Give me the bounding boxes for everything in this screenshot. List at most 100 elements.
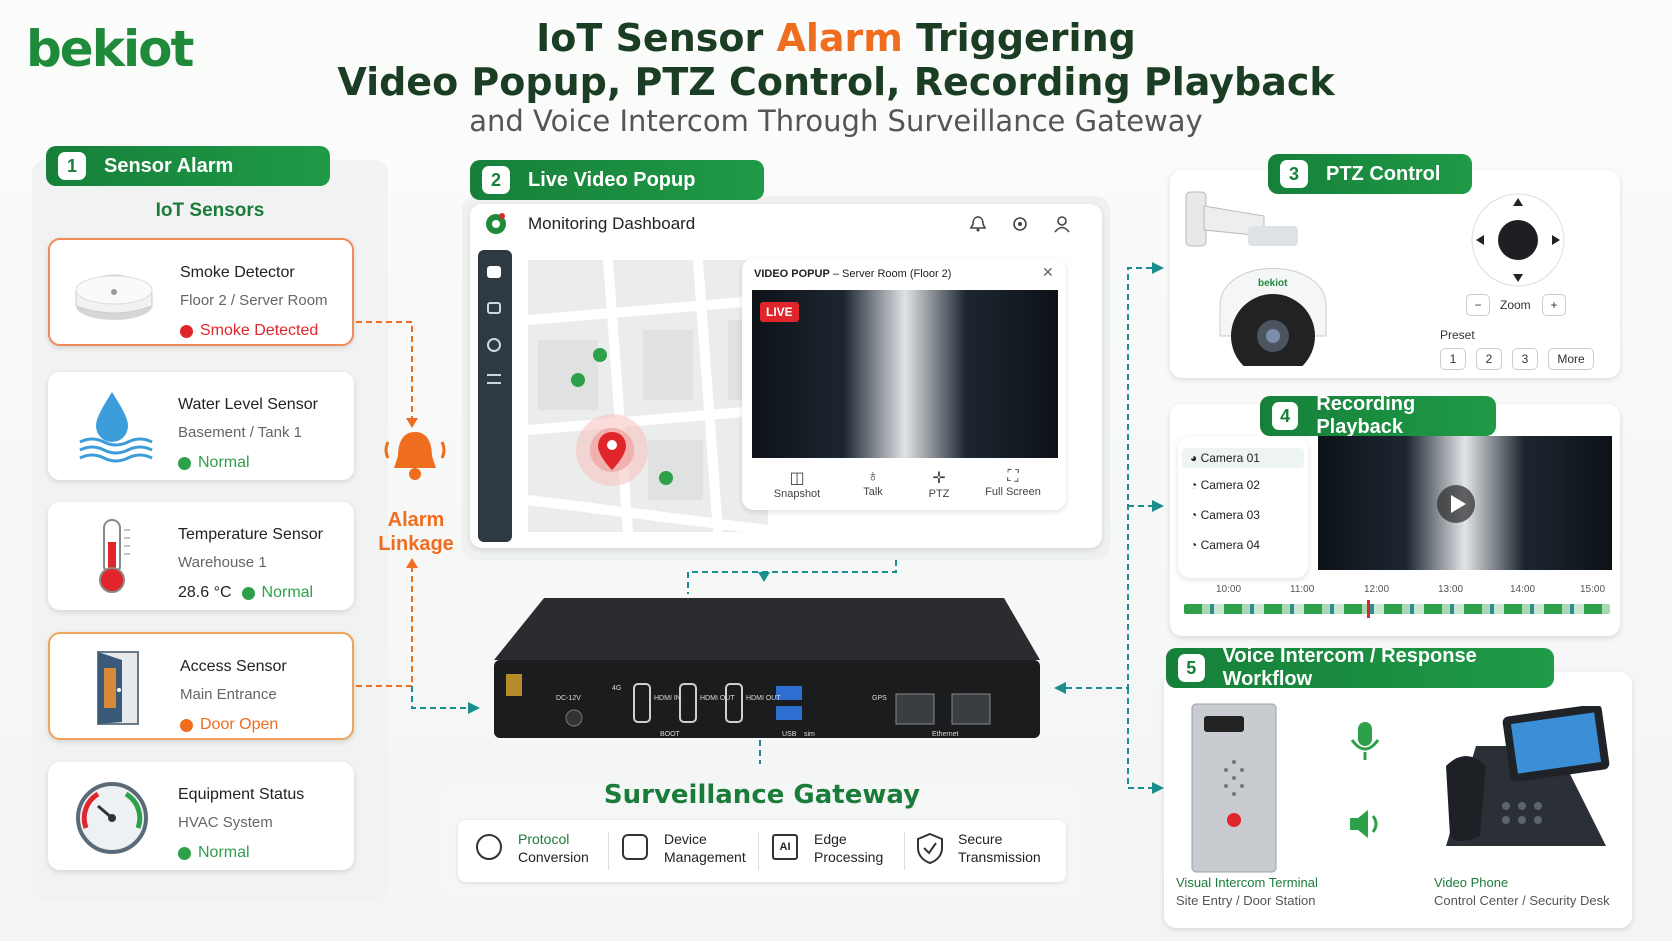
intercom-terminal-icon	[1191, 703, 1277, 873]
alarm-bell-icon	[384, 432, 446, 480]
terminal-sub: Site Entry / Door Station	[1176, 893, 1316, 908]
snapshot-button[interactable]: ◫Snapshot	[762, 468, 832, 500]
port-label-boot: BOOT	[660, 731, 681, 738]
preset-label: Preset	[1440, 328, 1475, 342]
home-icon[interactable]	[487, 266, 501, 278]
alert-icon	[180, 324, 193, 338]
ai-chip-icon: AI	[772, 834, 798, 860]
sensor-card-water[interactable]: Water Level Sensor Basement / Tank 1 Nor…	[48, 372, 354, 480]
sensor-name: Equipment Status	[178, 786, 305, 803]
sensor-location: Main Entrance	[180, 686, 277, 703]
water-drop-icon	[79, 392, 153, 463]
timeline-label: 10:00	[1216, 584, 1242, 595]
camera-item-03[interactable]: ◔ Camera 03	[1190, 508, 1260, 522]
close-icon[interactable]: ✕	[1042, 264, 1054, 280]
timeline-label: 15:00	[1580, 584, 1606, 595]
sensor-card-equipment[interactable]: Equipment Status HVAC System Normal	[48, 762, 354, 870]
phone-name: Video Phone	[1434, 875, 1509, 890]
arrow-left-icon	[1476, 235, 1484, 245]
fullscreen-button[interactable]: ⛶Full Screen	[978, 468, 1048, 498]
preset-3-button[interactable]: 3	[1512, 348, 1538, 370]
door-icon	[97, 651, 139, 725]
antenna-connector	[506, 674, 522, 696]
camera-list: ◕ Camera 01 ◔ Camera 02 ◔ Camera 03 ◔ Ca…	[1178, 436, 1308, 578]
camera-item-02[interactable]: ◔ Camera 02	[1190, 478, 1260, 492]
arrow-up-icon	[1513, 198, 1523, 206]
live-video-feed[interactable]	[752, 290, 1058, 458]
sensor-status: Door Open	[180, 716, 278, 734]
timeline-cursor[interactable]	[1367, 600, 1370, 618]
gear-icon[interactable]	[1010, 214, 1030, 234]
live-badge: LIVE	[760, 302, 799, 322]
dashboard-sidebar	[478, 250, 512, 542]
zoom-label: Zoom	[1500, 298, 1531, 312]
gauge-icon	[76, 782, 148, 854]
protocol-icon	[476, 834, 502, 860]
ptz-joystick[interactable]	[1468, 190, 1568, 290]
sensor-card-smoke[interactable]: Smoke Detector Floor 2 / Server Room Smo…	[48, 238, 354, 346]
preset-more-button[interactable]: More	[1548, 348, 1594, 370]
timeline-bar[interactable]	[1184, 604, 1610, 614]
timeline-label: 14:00	[1510, 584, 1536, 595]
talk-button[interactable]: ♁Talk	[838, 468, 908, 498]
sensor-status: Normal	[178, 844, 250, 862]
zoom-out-button[interactable]: −	[1466, 294, 1490, 316]
user-icon[interactable]	[1052, 214, 1072, 234]
timeline-label: 11:00	[1290, 584, 1315, 595]
title-line3: and Voice Intercom Through Surveillance …	[469, 104, 1203, 138]
divider	[608, 832, 609, 870]
preset-2-button[interactable]: 2	[1476, 348, 1502, 370]
port-label-hdmi-out: HDMI OUT	[700, 695, 735, 702]
sensor-name: Access Sensor	[180, 658, 287, 675]
title-line2: Video Popup, PTZ Control, Recording Play…	[337, 60, 1335, 104]
port-label-ethernet: Ethernet	[932, 731, 959, 738]
menu-icon[interactable]	[487, 374, 501, 384]
sensor-card-access[interactable]: Access Sensor Main Entrance Door Open	[48, 632, 354, 740]
sensor-name: Smoke Detector	[180, 264, 295, 281]
sensor-status: Normal	[178, 454, 250, 472]
arrow-down-icon	[1513, 274, 1523, 282]
divider	[758, 832, 759, 870]
dashboard-title: Monitoring Dashboard	[528, 214, 696, 233]
phone-sub: Control Center / Security Desk	[1434, 893, 1610, 908]
map-view[interactable]	[528, 260, 768, 532]
sensor-location: Basement / Tank 1	[178, 424, 302, 441]
popup-title: VIDEO POPUP – Server Room (Floor 2)	[754, 268, 952, 280]
camera-brand: bekiot	[1258, 278, 1288, 289]
camera-icon[interactable]	[487, 302, 501, 314]
ptz-button[interactable]: ✛PTZ	[904, 468, 974, 500]
port-label-usb: USB	[782, 731, 797, 738]
gateway-title: Surveillance Gateway	[603, 780, 921, 810]
mic-icon: ♁	[867, 468, 879, 485]
zoom-in-button[interactable]: +	[1542, 294, 1566, 316]
divider	[904, 832, 905, 870]
sensor-location: HVAC System	[178, 814, 273, 831]
port-label-hdmi-in: HDMI IN	[654, 695, 681, 702]
dashboard-logo-icon	[486, 213, 506, 234]
shield-icon[interactable]	[487, 338, 501, 352]
thermometer-icon	[99, 519, 130, 593]
port-label-hdmi-out: HDMI OUT	[746, 695, 781, 702]
move-icon: ✛	[932, 470, 946, 487]
bell-icon[interactable]	[968, 214, 988, 234]
camera-item-04[interactable]: ◔ Camera 04	[1190, 538, 1260, 552]
play-icon[interactable]	[1436, 484, 1476, 524]
sensor-status: Smoke Detected	[180, 322, 318, 340]
sensor-location: Warehouse 1	[178, 554, 267, 571]
ptz-camera-icon	[1185, 191, 1327, 366]
camera-item-01[interactable]: ◕ Camera 01	[1182, 448, 1304, 468]
timeline-label: 12:00	[1364, 584, 1390, 595]
preset-1-button[interactable]: 1	[1440, 348, 1466, 370]
fullscreen-icon: ⛶	[1007, 468, 1019, 485]
